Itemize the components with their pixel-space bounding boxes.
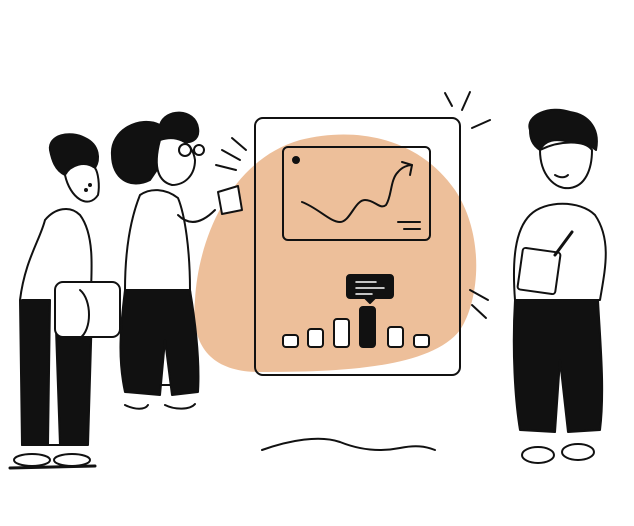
chart-bar — [282, 334, 299, 348]
sticky-note — [217, 185, 243, 215]
folder — [54, 281, 121, 338]
presentation-board — [254, 117, 461, 376]
chart-bar — [359, 306, 376, 348]
accent-blob — [194, 134, 477, 372]
chart-bar — [307, 328, 324, 348]
chart-bar — [413, 334, 430, 348]
notepad — [516, 246, 562, 296]
emphasis-lines — [215, 91, 491, 319]
chart-bar — [333, 318, 350, 348]
person-right — [512, 108, 607, 464]
trend-line — [301, 164, 413, 223]
pen — [553, 230, 574, 257]
chart-panel — [282, 146, 431, 241]
panel-dot — [292, 156, 300, 164]
chart-bar — [387, 326, 404, 348]
person-woman — [110, 111, 243, 410]
chart-tooltip — [346, 274, 394, 304]
arrow-head-icon — [401, 161, 413, 176]
person-left — [8, 133, 121, 470]
ground-squiggle — [261, 437, 436, 451]
